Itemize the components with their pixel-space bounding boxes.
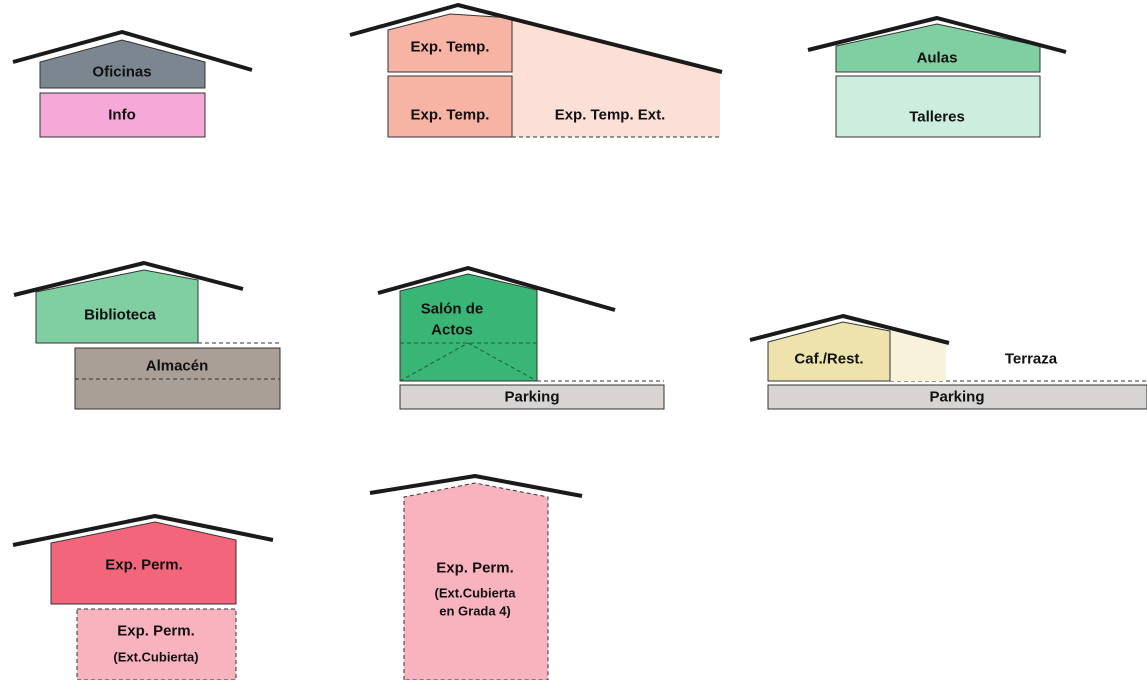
exp-perm-grada-label-line3: en Grada 4) xyxy=(439,604,511,619)
salon-dashed-diag-2 xyxy=(467,342,538,382)
salon-actos-label-line1: Salón de xyxy=(421,301,484,318)
group-exp-perm-grada: Exp. Perm. (Ext.Cubierta en Grada 4) xyxy=(369,474,583,680)
biblioteca-label: Biblioteca xyxy=(84,307,156,324)
parking-1-block xyxy=(399,384,665,410)
salon-actos-label-line2: Actos xyxy=(431,322,473,339)
exp-perm-ext-block xyxy=(76,608,237,680)
group-exp-temp: Exp. Temp. Exp. Temp. Exp. Temp. Ext. xyxy=(349,3,723,138)
roof-line xyxy=(749,314,950,345)
group-cafeteria-terraza: Caf./Rest. Terraza Parking xyxy=(749,314,1147,410)
parking-2-block xyxy=(767,384,1147,410)
biblioteca-block xyxy=(35,269,199,344)
parking-2-label: Parking xyxy=(929,389,984,406)
roof-line xyxy=(369,474,583,498)
roof-line xyxy=(12,30,253,72)
talleres-label: Talleres xyxy=(909,109,965,126)
exp-perm-block xyxy=(50,521,237,605)
roof-line xyxy=(349,3,723,74)
parking-1-label: Parking xyxy=(504,389,559,406)
group-oficinas-info: Oficinas Info xyxy=(12,30,253,138)
group-aulas-talleres: Aulas Talleres xyxy=(807,16,1067,138)
exp-temp-ext-block xyxy=(512,18,720,137)
roof-line xyxy=(807,16,1067,54)
group-biblioteca-almacen: Biblioteca Almacén xyxy=(13,261,281,410)
terraza-label: Terraza xyxy=(1005,351,1058,368)
exp-temp-bottom-block xyxy=(387,75,513,138)
oficinas-label: Oficinas xyxy=(92,64,151,81)
exp-perm-ext-label-line1: Exp. Perm. xyxy=(117,623,195,640)
group-exp-perm: Exp. Perm. Exp. Perm. (Ext.Cubierta) xyxy=(12,514,274,680)
almacen-label: Almacén xyxy=(146,358,209,375)
exp-temp-top-block xyxy=(387,13,513,73)
cafeteria-label: Caf./Rest. xyxy=(794,351,863,368)
exp-perm-grada-label-line2: (Ext.Cubierta xyxy=(435,586,517,601)
exp-perm-grada-block xyxy=(403,482,549,680)
exp-perm-ext-label-line2: (Ext.Cubierta) xyxy=(113,650,198,665)
salon-dashed-diag-1 xyxy=(399,342,469,382)
talleres-block xyxy=(835,75,1041,138)
exp-temp-ext-label: Exp. Temp. Ext. xyxy=(555,107,666,124)
oficinas-block xyxy=(39,39,206,89)
roof-line xyxy=(377,266,616,312)
aulas-label: Aulas xyxy=(917,50,958,67)
exp-perm-label: Exp. Perm. xyxy=(105,557,183,574)
info-block xyxy=(39,92,206,138)
salon-actos-block xyxy=(399,273,538,382)
cafeteria-block xyxy=(767,321,891,382)
roof-line xyxy=(13,261,244,297)
cafeteria-ext-block xyxy=(890,330,946,381)
exp-temp-bottom-label: Exp. Temp. xyxy=(411,107,490,124)
exp-temp-top-label: Exp. Temp. xyxy=(411,39,490,56)
aulas-block xyxy=(835,23,1041,73)
info-label: Info xyxy=(108,107,136,124)
group-salon-parking: Salón de Actos Parking xyxy=(377,266,665,410)
exp-perm-grada-label-line1: Exp. Perm. xyxy=(436,560,514,577)
roof-line xyxy=(12,514,274,547)
